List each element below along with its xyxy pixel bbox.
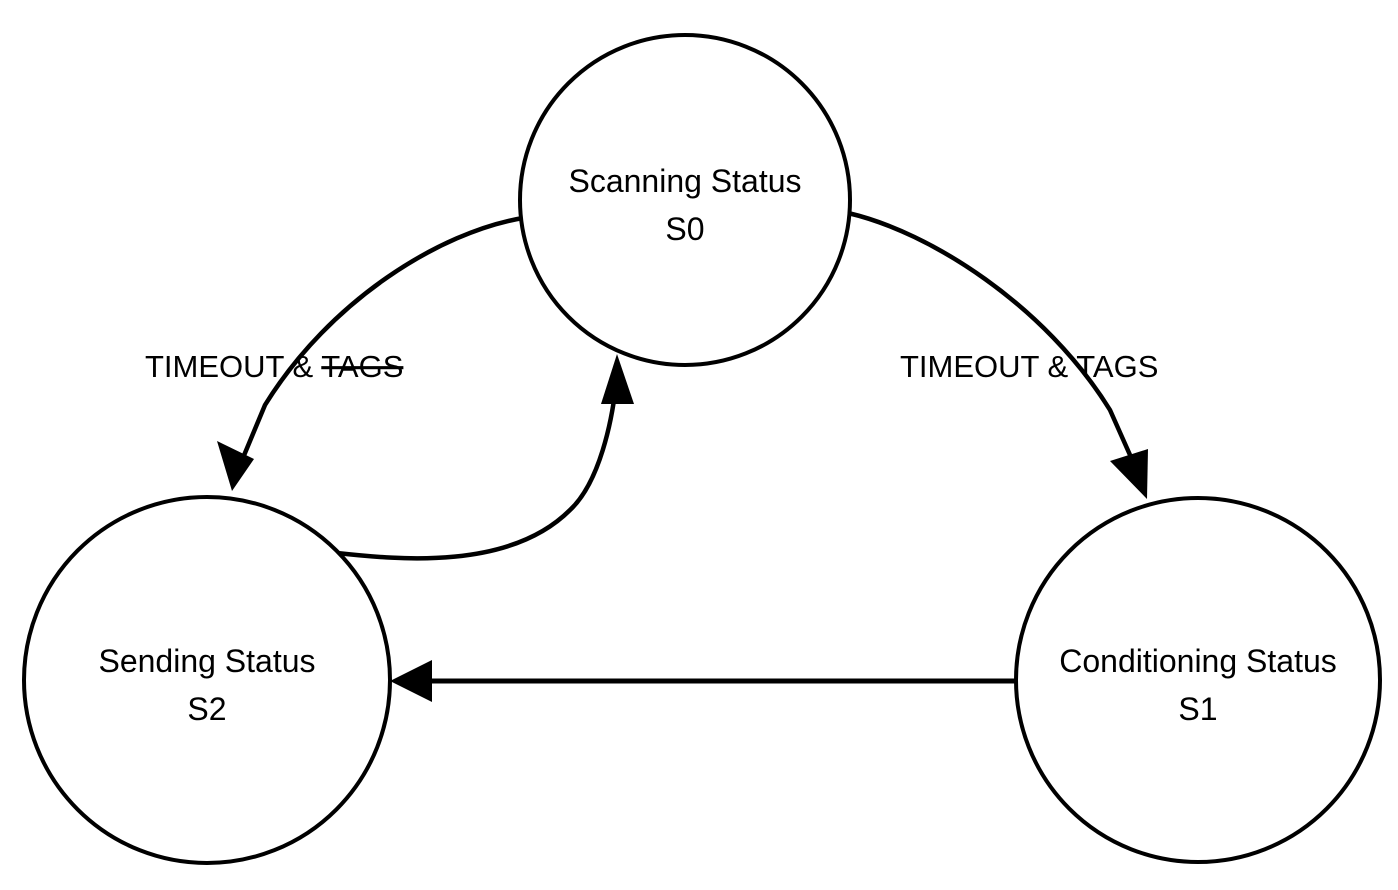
transition-s1-to-s2[interactable] bbox=[390, 660, 1018, 702]
state-label-s1-line1: Conditioning Status bbox=[1059, 643, 1337, 679]
state-circle-s1[interactable] bbox=[1014, 496, 1382, 864]
transition-label-s0-to-s2-negated-term: TAGS bbox=[321, 349, 403, 384]
state-circle-s0[interactable] bbox=[518, 33, 852, 367]
transition-label-s0-to-s1-prefix: TIMEOUT & TAGS bbox=[900, 349, 1158, 384]
state-label-s0-line1: Scanning Status bbox=[568, 163, 801, 199]
state-circle-s2[interactable] bbox=[22, 495, 392, 865]
state-label-s0-line2: S0 bbox=[665, 211, 704, 247]
state-node-s0[interactable]: Scanning Status S0 bbox=[518, 33, 852, 367]
transition-s0-to-s1-line bbox=[847, 210, 1141, 474]
state-label-s1-line2: S1 bbox=[1178, 691, 1217, 727]
transition-s2-to-s0-arrowhead bbox=[601, 354, 634, 404]
transition-label-s0-to-s1: TIMEOUT & TAGS bbox=[900, 349, 1158, 384]
transition-s0-to-s1-arrowhead bbox=[1110, 449, 1148, 499]
transition-s2-to-s0-line bbox=[336, 384, 619, 561]
transition-s0-to-s2-line bbox=[237, 215, 524, 466]
transition-s1-to-s2-arrowhead bbox=[390, 660, 432, 702]
state-label-s2-line1: Sending Status bbox=[98, 643, 315, 679]
state-node-s2[interactable]: Sending Status S2 bbox=[22, 495, 392, 865]
transition-label-s0-to-s2-prefix: TIMEOUT & bbox=[145, 349, 321, 384]
transition-s0-to-s1[interactable] bbox=[847, 210, 1148, 499]
transition-label-s0-to-s2-text: TIMEOUT & TAGS bbox=[145, 349, 403, 384]
transition-s0-to-s2-arrowhead bbox=[217, 441, 254, 491]
transition-label-s0-to-s2: TIMEOUT & TAGS bbox=[145, 349, 403, 384]
transition-s2-to-s0[interactable] bbox=[336, 354, 634, 561]
state-node-s1[interactable]: Conditioning Status S1 bbox=[1014, 496, 1382, 864]
transition-label-s0-to-s1-text: TIMEOUT & TAGS bbox=[900, 349, 1158, 384]
transition-s0-to-s2[interactable] bbox=[217, 215, 524, 491]
state-label-s2-line2: S2 bbox=[187, 691, 226, 727]
